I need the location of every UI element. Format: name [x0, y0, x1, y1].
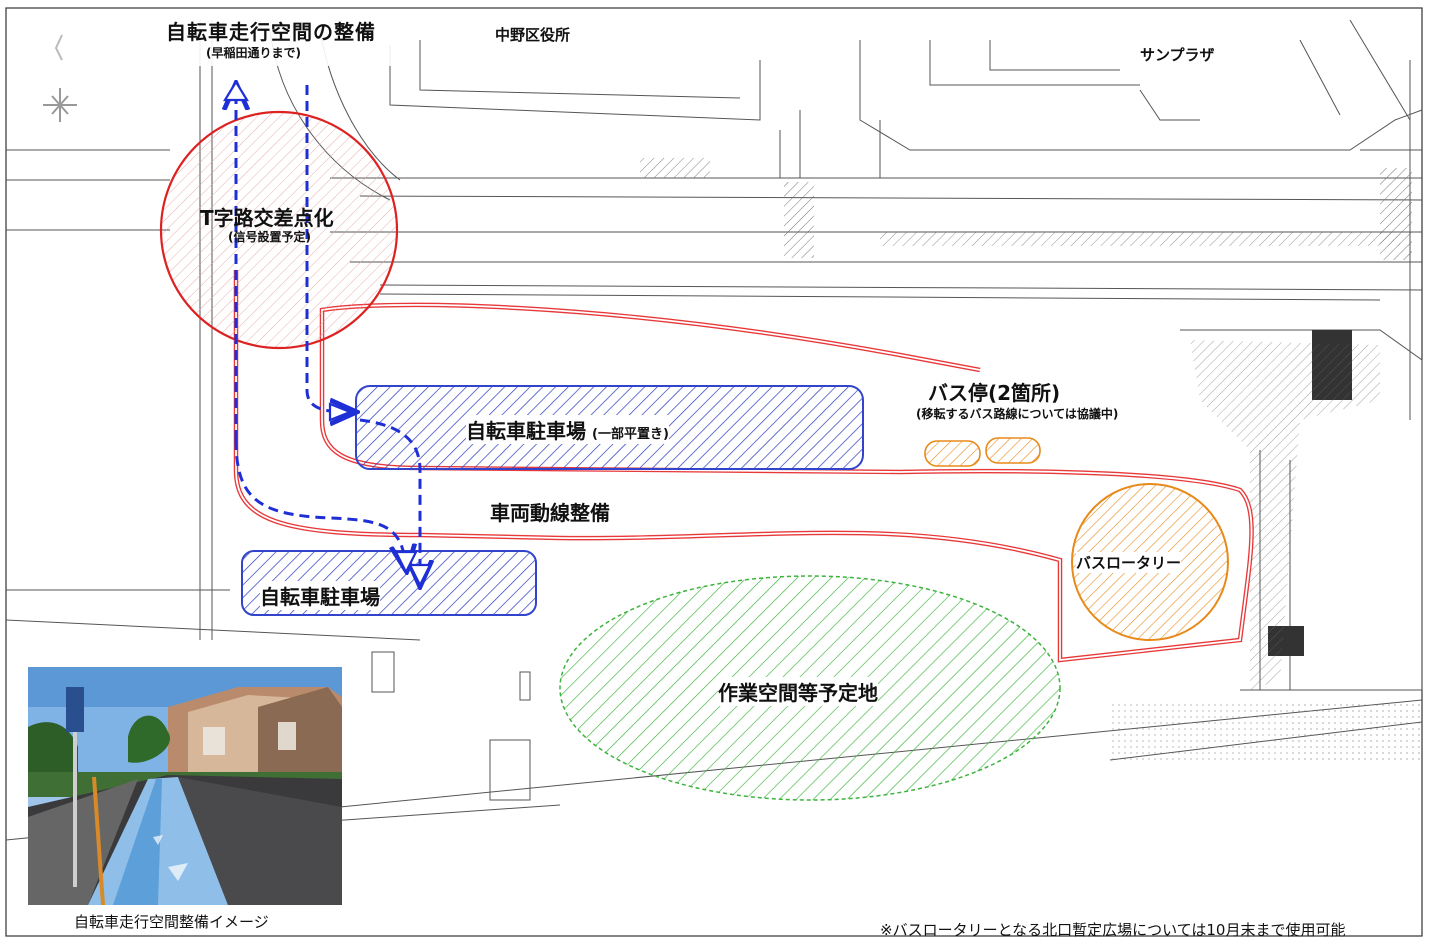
bike-parking-lower-label: 自転車駐車場 — [260, 581, 380, 610]
bus-stop-note: (移転するバス路線については協議中) — [916, 407, 1119, 421]
bike-parking-upper-label: 自転車駐車場 (一部平置き) — [466, 415, 669, 444]
sunplaza-label: サンプラザ — [1140, 46, 1215, 64]
bike-lane-title-bg — [160, 12, 410, 66]
bike-parking-upper-name: 自転車駐車場 — [466, 419, 586, 443]
bus-stop-marker-1 — [924, 440, 981, 467]
intersection-symbol-icon — [43, 88, 77, 122]
bus-stop-title: バス停(2箇所) — [928, 381, 1061, 405]
bike-route-arrowheads — [223, 79, 432, 588]
footnote: ※バスロータリーとなる北口暫定広場については10月末まで使用可能 — [880, 921, 1346, 939]
t-junction-subtitle: (信号設置予定) — [228, 230, 311, 244]
t-junction-title: T字路交差点化 — [200, 206, 334, 230]
north-mark-icon — [54, 34, 63, 61]
t-junction-circle — [159, 110, 399, 350]
vehicle-route-outline — [233, 270, 1254, 663]
work-space-label: 作業空間等予定地 — [718, 677, 878, 706]
photo-caption: 自転車走行空間整備イメージ — [74, 913, 269, 931]
bike-lane-title: 自転車走行空間の整備 — [166, 20, 376, 44]
plan-textures — [640, 158, 1422, 760]
bike-parking-upper-note: (一部平置き) — [592, 427, 669, 442]
nakano-office-label: 中野区役所 — [495, 26, 571, 44]
bike-lane-photo-illustration — [28, 667, 342, 905]
bike-lane-photo — [28, 667, 342, 905]
bus-rotary-label: バスロータリー — [1076, 552, 1182, 573]
bike-lane-subtitle: (早稲田通りまで) — [206, 46, 301, 60]
vehicle-route-label: 車両動線整備 — [490, 501, 610, 525]
bike-route-dashed — [236, 85, 420, 575]
bus-stop-marker-2 — [985, 437, 1041, 464]
